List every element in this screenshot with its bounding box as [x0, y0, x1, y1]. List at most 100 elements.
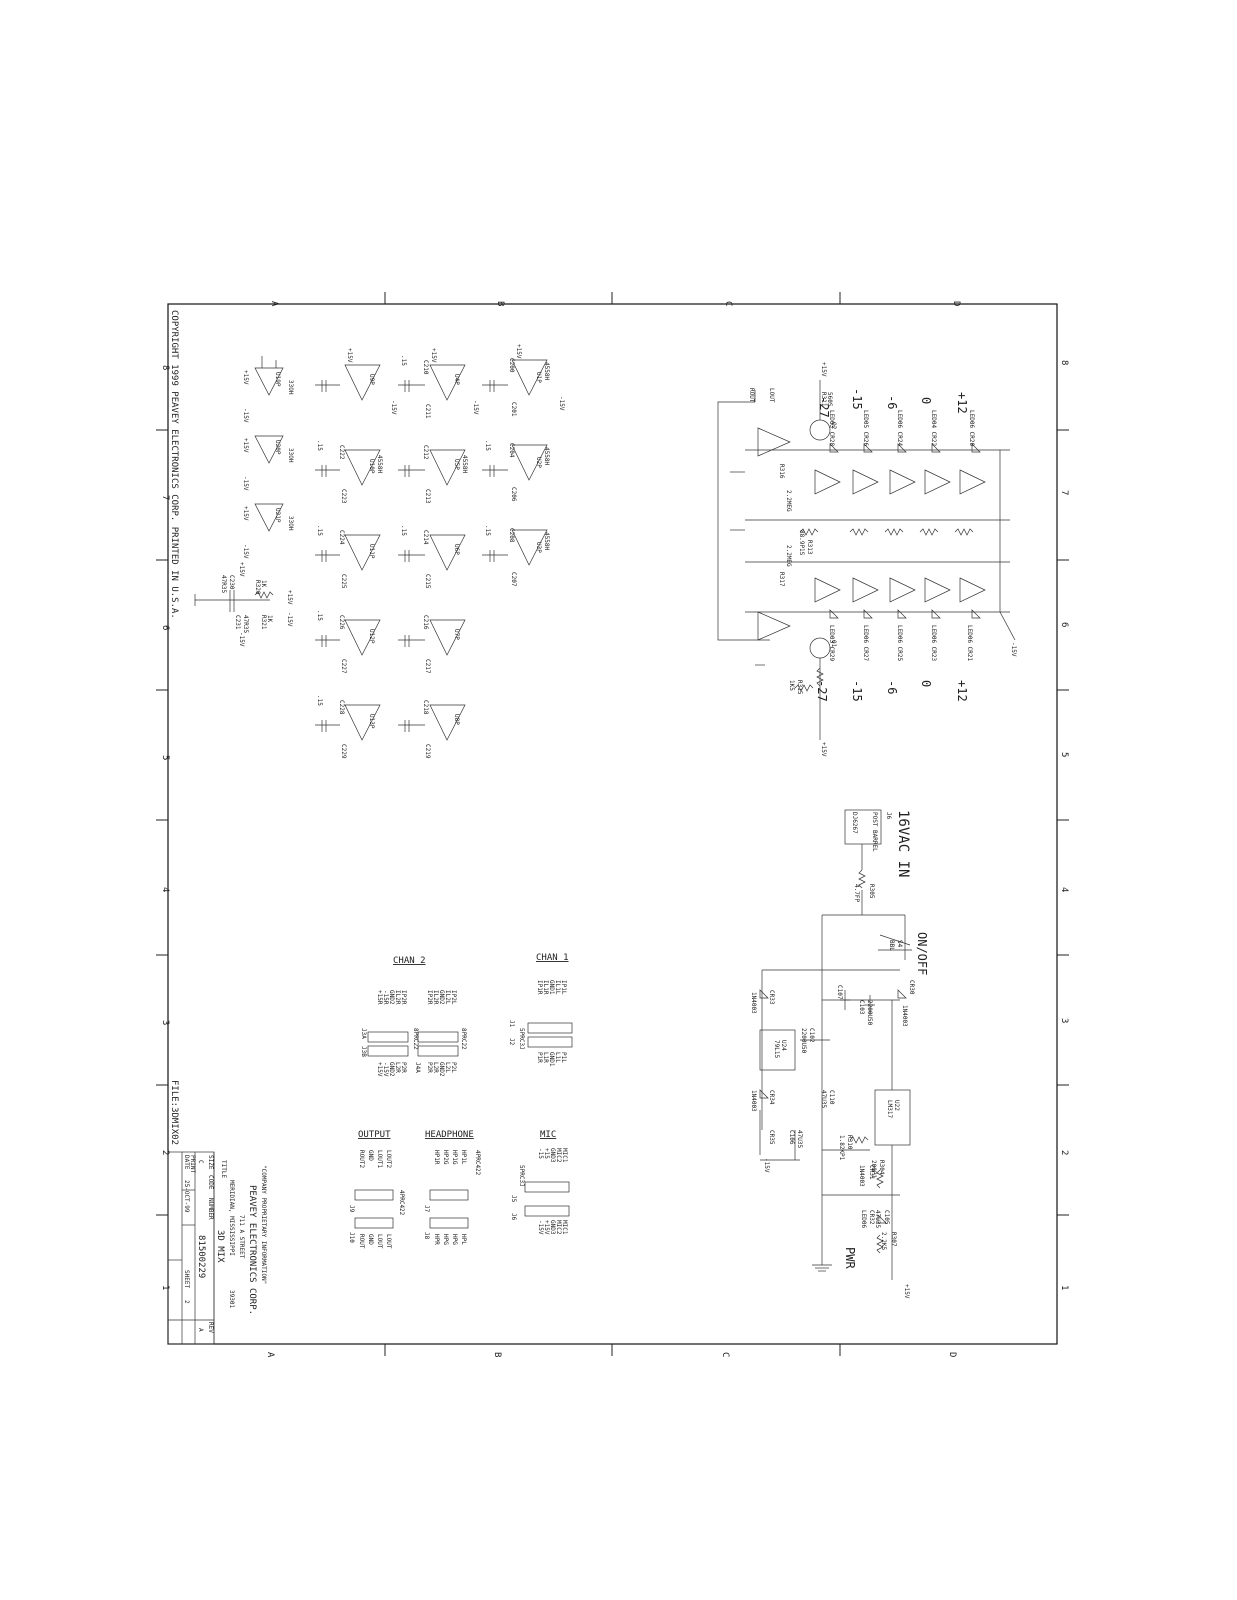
- pin-label: GND2: [388, 1062, 395, 1077]
- opamp-ref: U4P: [453, 374, 460, 385]
- led-ref-bottom: LED06 CR27: [862, 625, 869, 662]
- diode-ref: CR31: [868, 1165, 875, 1180]
- bias-cap-ref: C230: [228, 575, 235, 590]
- r316-ref: R316: [778, 464, 785, 479]
- drawing-frame: [167, 303, 1058, 1345]
- opamp-ref: U7P: [453, 629, 460, 640]
- led-val: LED06: [860, 1210, 867, 1228]
- ac-in-heading: 16VAC IN: [895, 810, 911, 877]
- pin-label: ROUT: [358, 1234, 365, 1249]
- r316-val: 2.2MEG: [785, 490, 792, 512]
- pin-label: MIC2: [555, 1148, 562, 1163]
- small-supply: -15V: [242, 476, 249, 491]
- opamp-ref: U12P: [368, 629, 375, 644]
- db-label-top: +12: [955, 392, 969, 414]
- u24-ref: U24: [780, 1040, 787, 1051]
- opamp-ref: U8P: [453, 714, 460, 725]
- r313-ref: R313: [806, 540, 813, 555]
- pin-label: IP2R: [400, 990, 407, 1005]
- pin-label: P1R: [536, 1052, 543, 1063]
- pin-label: LOUT: [376, 1234, 383, 1249]
- led-ref-bottom: LED03 CR29: [828, 625, 835, 662]
- pin-label: HPG: [442, 1234, 449, 1245]
- db-label-top: 0: [919, 397, 933, 404]
- opamp-ref: U9P: [368, 374, 375, 385]
- small-opamp-ref: U19P: [274, 372, 281, 387]
- rev-value: A: [197, 1328, 204, 1332]
- db-label-top: -15: [850, 388, 864, 410]
- jack-part: DJ6267: [851, 812, 858, 834]
- opamp-ref: U1P: [535, 372, 542, 383]
- cap-ref: C208: [508, 528, 515, 543]
- cap-ref: C229: [340, 744, 347, 759]
- connector-part: 4PRC422: [474, 1150, 481, 1176]
- cap-ref: C102: [808, 1028, 815, 1043]
- lout-label: LOUT: [768, 388, 775, 403]
- row-number: 7: [1059, 490, 1069, 495]
- row-number: 4: [1059, 887, 1069, 892]
- pin-label: IP2R: [426, 990, 433, 1005]
- pin-label: GND1: [548, 1052, 555, 1067]
- jack-ref: J6: [885, 812, 892, 820]
- opamp-model: 4558H: [543, 447, 550, 465]
- pin-label: L2R: [394, 1062, 401, 1073]
- row-number: 1: [1059, 1285, 1069, 1290]
- pin-label: GND2: [438, 1062, 445, 1077]
- diode-ref: CR30: [908, 980, 915, 995]
- cap-value: .15: [316, 695, 323, 706]
- diode-ref: CR34: [768, 1090, 775, 1105]
- supply-label: -15V: [558, 396, 565, 411]
- led-ref-top: LED06 CR20: [968, 410, 975, 447]
- bias-cap-val: 47R35: [242, 615, 249, 633]
- cap-ref: C216: [422, 615, 429, 630]
- pin-label: L1L: [554, 1052, 561, 1063]
- cap-val: 2200U50: [866, 1000, 873, 1026]
- cap-ref: C211: [424, 404, 431, 419]
- drawing-title: 3D MIX: [215, 1230, 225, 1263]
- connector-labels: CHAN 2 CHAN 1 OUTPUT HEADPHONE MIC IP1L …: [348, 953, 569, 1249]
- company-city: MERIDIAN, MISSISSIPPI: [228, 1180, 235, 1256]
- number-label: NUMBER: [207, 1198, 214, 1220]
- pin-label: GND2: [438, 990, 445, 1005]
- cap-value: .15: [316, 610, 323, 621]
- opamp-u21p: [254, 503, 284, 532]
- row-number: 8: [1059, 360, 1069, 365]
- res-ref: R310: [846, 1135, 853, 1150]
- supply-label: +15V: [346, 348, 353, 363]
- opamp-array: [315, 359, 548, 741]
- small-supply: +15V: [242, 370, 249, 385]
- small-opamp-ref: U21P: [274, 508, 281, 523]
- pin-label: GND2: [388, 990, 395, 1005]
- diode-ref: CR33: [768, 990, 775, 1005]
- u22-part: LM317: [886, 1100, 893, 1118]
- pin-label: HPL: [460, 1234, 467, 1245]
- r313-val: 88.9P1S: [798, 530, 805, 556]
- led-ref-top: LED06 CR24: [896, 410, 903, 447]
- pin-label: MIC2: [555, 1220, 562, 1235]
- small-opamp-val: 33OH: [287, 380, 294, 395]
- connector-part: 4PRC422: [398, 1190, 405, 1216]
- pin-label: IP1L: [560, 980, 567, 995]
- q2-ref: Q2: [830, 422, 837, 430]
- cap-ref: C218: [422, 700, 429, 715]
- regulator-u24: [759, 1029, 796, 1071]
- pin-label: HP1L: [460, 1150, 467, 1165]
- row-numbers-right: 8 7 6 5 4 3 2 1: [1059, 360, 1069, 1290]
- pin-label: L1R: [542, 1052, 549, 1063]
- bias-res-ref: R321: [260, 615, 267, 630]
- pin-label: HP2G: [442, 1150, 449, 1165]
- u24-part: 79L15: [773, 1040, 780, 1058]
- diode-val: 1N4003: [858, 1165, 865, 1187]
- cap-ref: C212: [422, 445, 429, 460]
- cap-val: 47U35: [796, 1130, 803, 1148]
- chan2-heading: CHAN 2: [393, 956, 426, 966]
- bias-supply: +15V: [238, 562, 245, 577]
- r315-val: 1K5: [788, 680, 795, 691]
- supply-out: +15V: [903, 1284, 910, 1299]
- cap-ref: C223: [340, 489, 347, 504]
- sheet-value: 2: [183, 1300, 190, 1304]
- col-letter-d-top: D: [951, 301, 961, 306]
- bias-res-ref: R320: [254, 580, 261, 595]
- pin-label: +15R: [376, 990, 383, 1005]
- cap-ref: C207: [510, 572, 517, 587]
